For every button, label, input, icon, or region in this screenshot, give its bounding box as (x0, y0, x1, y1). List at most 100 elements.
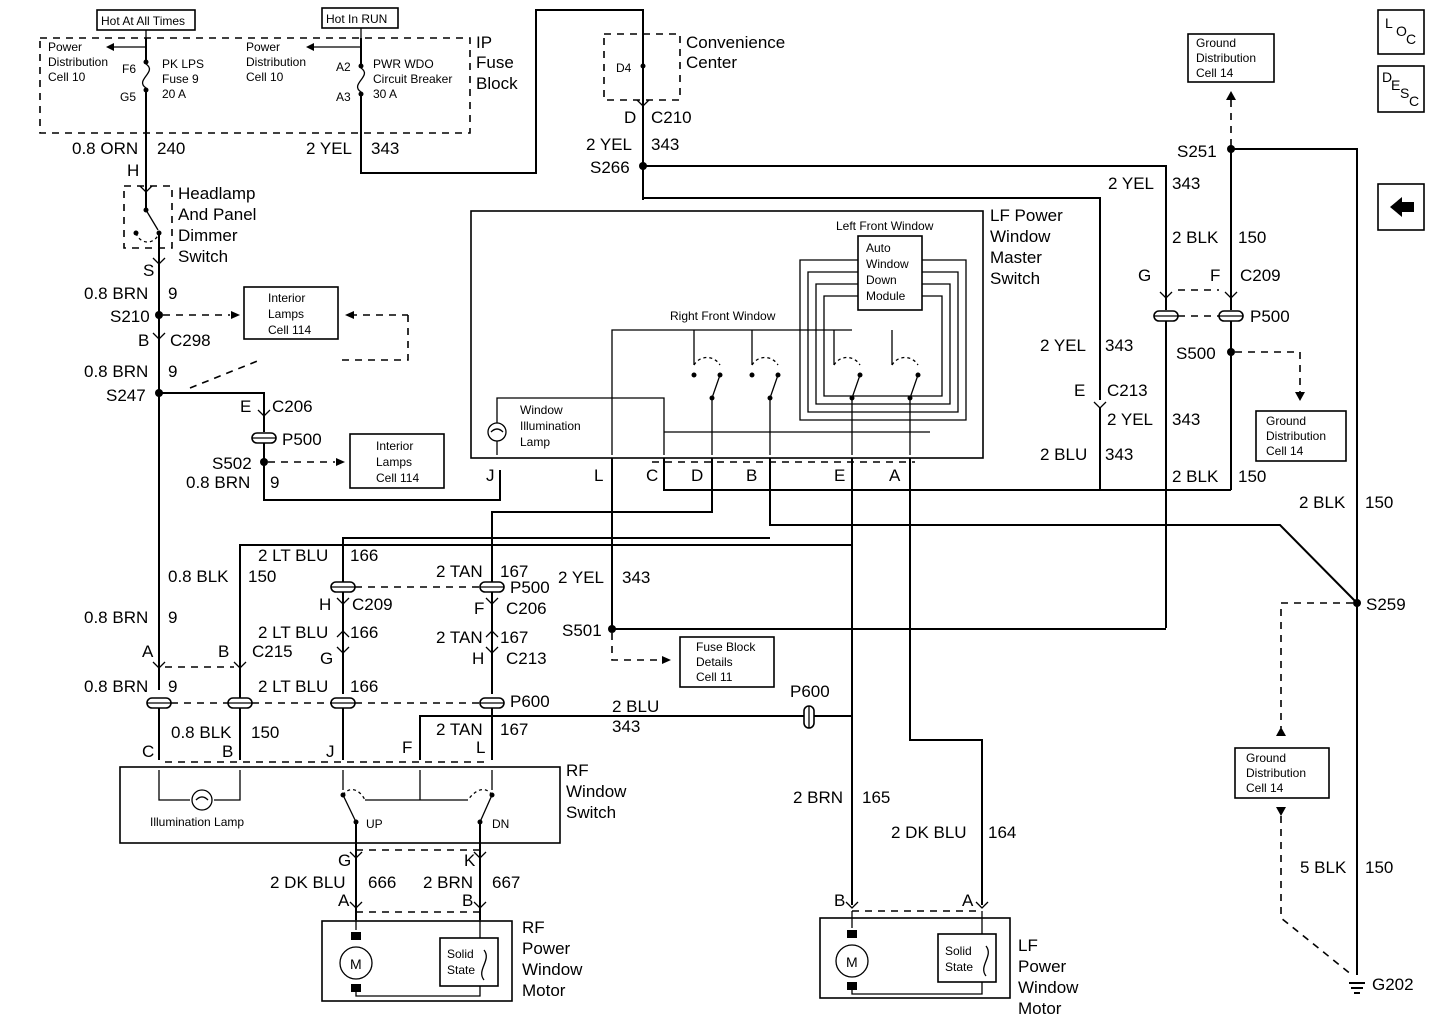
connector-label: C206 (506, 599, 547, 618)
lf-motor-title: Motor (1018, 999, 1062, 1018)
ref-text: Cell 14 (1246, 781, 1284, 795)
motor-icon: M (835, 944, 869, 978)
connector-pin: G (1138, 266, 1151, 285)
ref-text: Cell 14 (1196, 66, 1234, 80)
wire-label: 2 LT BLU (258, 546, 328, 565)
solid-state-text: State (447, 963, 475, 977)
connector-pin: B (746, 466, 757, 485)
fuse-symbol-icon (141, 63, 151, 89)
ref-text: Fuse Block (696, 640, 756, 654)
desc-button[interactable]: D E S C (1377, 65, 1425, 113)
connector-pin: A (889, 466, 901, 485)
wire-label: 0.8 BRN (84, 677, 148, 696)
circuit-number: 150 (248, 567, 276, 586)
headlamp-switch-title: Headlamp (178, 184, 256, 203)
circuit-number: 9 (168, 362, 177, 381)
connector-pin: J (326, 742, 335, 761)
rf-motor-title: Window (522, 960, 583, 979)
module-text: Window (866, 257, 909, 271)
fuse-block-details-ref[interactable] (679, 636, 775, 688)
headlamp-switch-title: Dimmer (178, 226, 238, 245)
arrow-left-icon (306, 43, 314, 51)
ref-text: Lamps (268, 307, 304, 321)
ref-text: Distribution (1246, 766, 1306, 780)
circuit-number: 150 (1238, 467, 1266, 486)
fuse9-label: Fuse 9 (162, 72, 199, 86)
rf-motor-title: Power (522, 939, 571, 958)
module-text: Auto (866, 241, 891, 255)
circuit-number: 240 (157, 139, 185, 158)
wire-label: 2 TAN (436, 628, 483, 647)
connector-label: C209 (352, 595, 393, 614)
ref-text: Cell 11 (696, 670, 733, 684)
connector-pin: A (142, 642, 154, 661)
wire-label: 2 DK BLU (891, 823, 967, 842)
connector-pin: J (486, 466, 495, 485)
ip-fuse-block-title: IP (476, 33, 492, 52)
pin-g5: G5 (120, 90, 136, 104)
interior-lamps-ref[interactable] (349, 433, 445, 489)
splice-label: S500 (1176, 344, 1216, 363)
rf-switch-title: Window (566, 782, 627, 801)
ground-distribution-ref[interactable] (1187, 33, 1275, 83)
ip-fuse-block-title: Block (476, 74, 518, 93)
splice-label: S266 (590, 158, 630, 177)
lf-motor-title: Window (1018, 978, 1079, 997)
window-switch-contacts (691, 330, 921, 455)
left-front-window-label: Left Front Window (836, 219, 934, 233)
rf-motor-title: Motor (522, 981, 566, 1000)
circuit-number: 150 (1365, 858, 1393, 877)
loc-button[interactable]: L O C (1377, 9, 1425, 55)
ground-distribution-ref[interactable] (1255, 410, 1347, 462)
interior-lamps-ref[interactable] (243, 286, 339, 340)
circuit-number: 150 (1238, 228, 1266, 247)
circuit-number: 166 (350, 677, 378, 696)
circuit-number: 9 (168, 608, 177, 627)
circuit-number: 343 (1172, 410, 1200, 429)
circuit-number: 150 (1365, 493, 1393, 512)
splice-label: S251 (1177, 142, 1217, 161)
wire-label: 2 BLU (1040, 445, 1087, 464)
wire-label: 2 TAN (436, 562, 483, 581)
wire-label: 0.8 BRN (84, 362, 148, 381)
circuit-number: 343 (1105, 336, 1133, 355)
back-button[interactable] (1377, 183, 1425, 231)
motor-letter: M (846, 954, 858, 970)
connector-pin: G (338, 851, 351, 870)
lf-motor-title: LF (1018, 936, 1038, 955)
connector-pin: A (962, 891, 974, 910)
wire-label: 2 BLK (1172, 228, 1219, 247)
wire-label: 2 BLU (612, 697, 659, 716)
connector-pin: E (1074, 381, 1085, 400)
fuse9-label: 20 A (162, 87, 186, 101)
circuit-number: 343 (651, 135, 679, 154)
circuit-number: 167 (500, 562, 528, 581)
connector-pin: G (320, 649, 333, 668)
ref-text: Details (696, 655, 733, 669)
wire-label: 2 YEL (306, 139, 352, 158)
wire-label: 2 BRN (423, 873, 473, 892)
wire-label: 2 YEL (558, 568, 604, 587)
connector-pin: L (594, 466, 603, 485)
lf-master-title: LF Power (990, 206, 1063, 225)
connector-pin: F (474, 599, 484, 618)
connector-label: C206 (272, 397, 313, 416)
ref-text: Interior (268, 291, 305, 305)
connector-label: P600 (510, 692, 550, 711)
pin-a3: A3 (336, 90, 351, 104)
wire-label: 2 BLK (1299, 493, 1346, 512)
lamp-icon (191, 789, 213, 811)
ref-text: Cell 114 (376, 471, 419, 485)
circuit-number: 167 (500, 720, 528, 739)
solid-state-module (937, 933, 997, 983)
connector-pin: B (834, 891, 845, 910)
connector-label: P500 (282, 430, 322, 449)
rf-switch-title: RF (566, 761, 589, 780)
connector-pin: B (218, 642, 229, 661)
ref-text: Cell 114 (268, 323, 311, 337)
ground-distribution-ref[interactable] (1234, 747, 1330, 799)
circuit-number: 167 (500, 628, 528, 647)
connector-label: C210 (651, 108, 692, 127)
circuit-number: 666 (368, 873, 396, 892)
power-dist-ref: Distribution (246, 55, 306, 69)
